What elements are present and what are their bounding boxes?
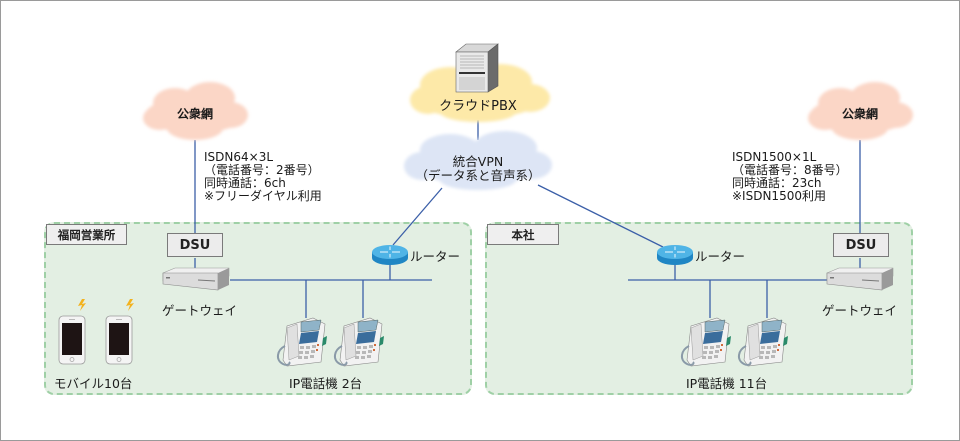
mobile-label: モバイル10台 — [54, 376, 133, 391]
mobile-phone-icon-2 — [105, 315, 133, 365]
ip-phone-icon-right-1 — [680, 317, 732, 367]
router-label-left: ルーター — [410, 249, 461, 264]
public-network-label-left: 公衆網 — [176, 107, 213, 121]
right-line-info-line2: （電話番号：8番号） — [732, 163, 848, 177]
router-icon-left — [372, 245, 408, 265]
right-line-info-line3: 同時通話：23ch — [732, 176, 822, 190]
gateway-label-left: ゲートウェイ — [162, 303, 238, 318]
gateway-icon-right — [826, 267, 894, 291]
server-icon — [455, 43, 499, 93]
public-network-label-right: 公衆網 — [841, 107, 878, 121]
right-line-info-line4: ※ISDN1500利用 — [732, 189, 826, 203]
router-icon-right — [657, 245, 693, 265]
mobile-phone-icon-1 — [58, 315, 86, 365]
vpn-label-line2: （データ系と音声系） — [415, 168, 541, 183]
ip-phone-icon-right-2 — [737, 317, 789, 367]
dsu-box-left: DSU — [167, 233, 223, 257]
public-network-cloud-right — [808, 82, 913, 140]
gateway-icon-left — [162, 267, 230, 291]
cloud-pbx-label: クラウドPBX — [439, 99, 517, 114]
router-label-right: ルーター — [695, 249, 746, 264]
left-line-info-line3: 同時通話：6ch — [204, 176, 286, 190]
ip-phones-label-right: IP電話機 11台 — [686, 376, 768, 391]
gateway-label-right: ゲートウェイ — [822, 303, 898, 318]
left-line-info-line1: ISDN64×3L — [204, 150, 274, 164]
left-line-info-line2: （電話番号：2番号） — [204, 163, 320, 177]
headquarters-label: 本社 — [487, 224, 559, 245]
left-line-info: ISDN64×3L （電話番号：2番号） 同時通話：6ch ※フリーダイヤル利用 — [204, 151, 322, 203]
right-line-info-line1: ISDN1500×1L — [732, 150, 817, 164]
vpn-label-line1: 統合VPN — [452, 154, 504, 169]
line-vpn-to-right-router — [537, 184, 664, 248]
left-line-info-line4: ※フリーダイヤル利用 — [204, 189, 322, 203]
ip-phone-icon-left-1 — [276, 317, 328, 367]
ip-phone-icon-left-2 — [333, 317, 385, 367]
line-vpn-to-left-router — [392, 187, 443, 246]
public-network-cloud-left — [143, 82, 248, 140]
ip-phones-label-left: IP電話機 2台 — [289, 376, 363, 391]
right-line-info: ISDN1500×1L （電話番号：8番号） 同時通話：23ch ※ISDN15… — [732, 151, 848, 203]
fukuoka-office-label: 福岡営業所 — [46, 224, 127, 245]
vpn-cloud — [404, 131, 552, 190]
dsu-box-right: DSU — [833, 233, 889, 257]
wireless-signal-icon-1 — [78, 299, 86, 311]
wireless-signal-icon-2 — [126, 299, 134, 311]
